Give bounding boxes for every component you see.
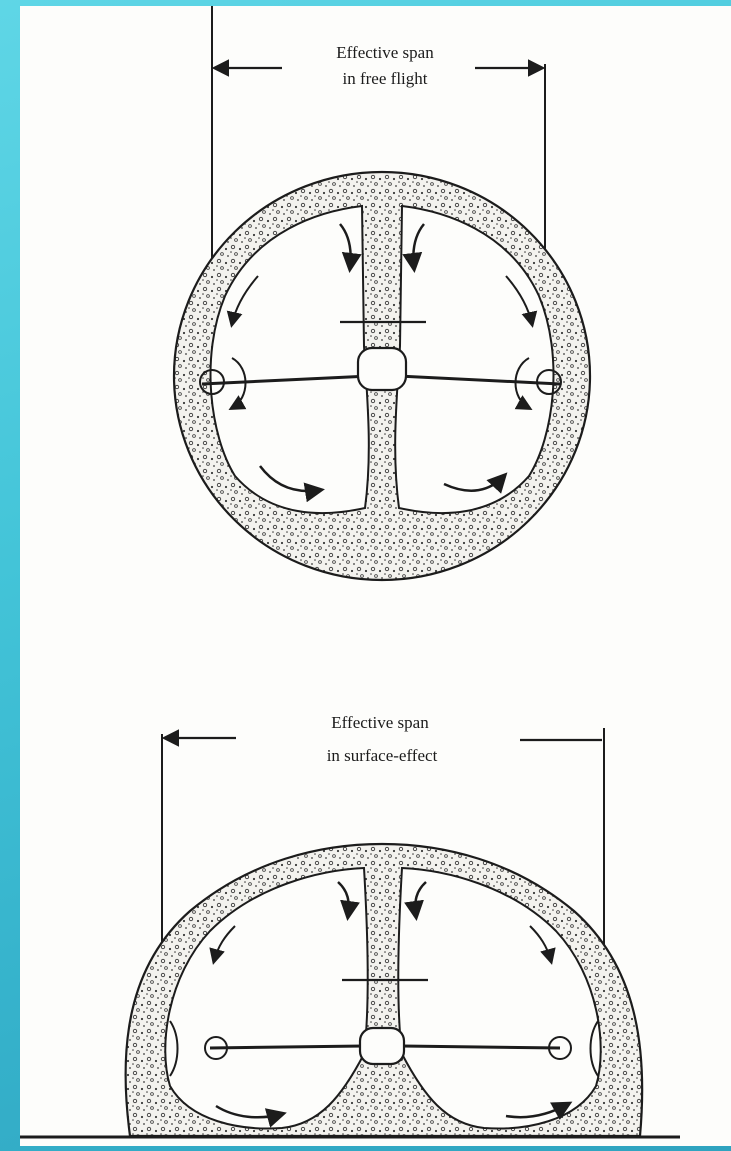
free-flight-label-line2: in free flight: [343, 69, 428, 88]
surface-effect-label-line1: Effective span: [331, 713, 429, 732]
surface-effect-label-line2: in surface-effect: [327, 746, 438, 765]
surface-effect-figure: Effective span in surface-effect: [20, 713, 680, 1137]
right-wing: [402, 1046, 560, 1048]
free-flight-figure: Effective span in free flight: [174, 6, 590, 580]
diagram-sheet: Effective span in free flight Effective …: [20, 6, 731, 1146]
left-wing: [210, 1046, 364, 1048]
fuselage: [360, 1028, 404, 1064]
fuselage: [358, 348, 406, 390]
vortex-diagram: Effective span in free flight Effective …: [20, 6, 731, 1146]
free-flight-label-line1: Effective span: [336, 43, 434, 62]
